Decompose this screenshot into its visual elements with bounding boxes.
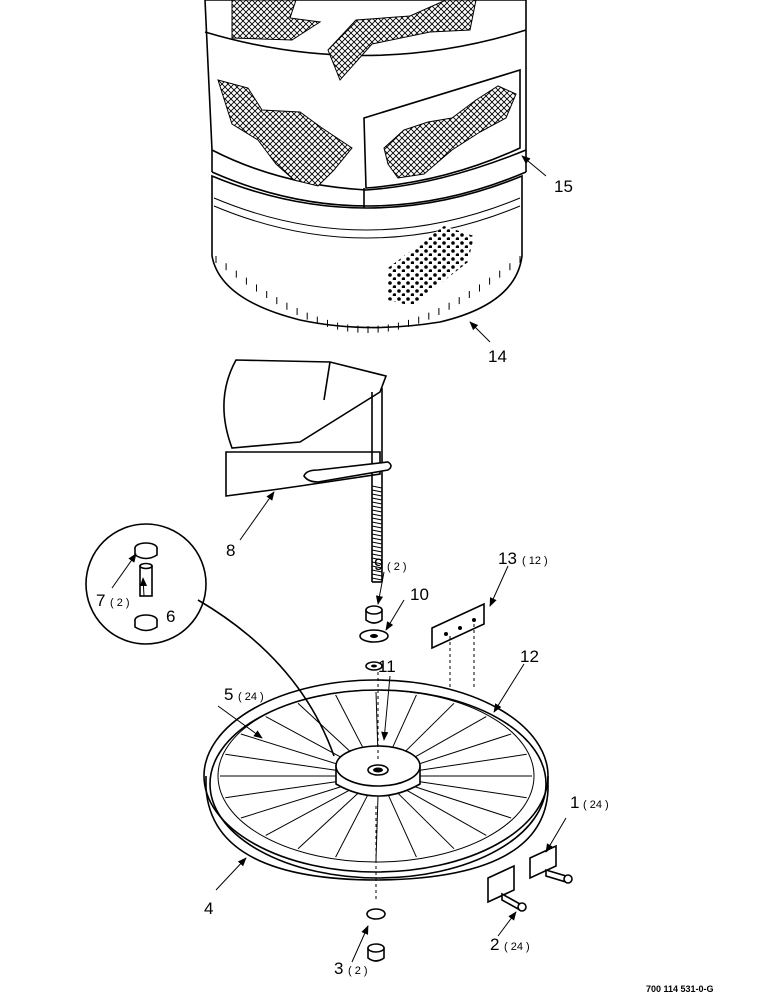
wheel-spoke: [412, 733, 512, 767]
wheel-spoke: [265, 716, 350, 763]
callout-3: 3 ( 2 ): [334, 959, 368, 978]
callout-number: 12: [520, 647, 539, 666]
wheel-spoke: [406, 716, 487, 763]
callout-2: 2 ( 24 ): [490, 935, 530, 954]
callout-1: 1 ( 24 ): [570, 793, 609, 812]
detail-bubble: [85, 523, 335, 757]
lock-washer-part: [365, 661, 383, 671]
callout-number: 10: [410, 585, 429, 604]
bottom-nut-part-3: [366, 908, 386, 962]
callout-number: 15: [554, 177, 573, 196]
callout-4: 4: [204, 899, 213, 918]
callout-quantity: ( 2 ): [110, 597, 130, 609]
wheel-spoke: [335, 694, 369, 757]
bolt-part-2: [501, 868, 573, 912]
top-shroud-part-15: [204, 0, 527, 216]
wheel-spoke: [240, 785, 344, 819]
callout-quantity: ( 24 ): [238, 691, 264, 703]
wheel-spoke: [387, 795, 417, 858]
wheel-spoke: [387, 694, 417, 757]
callout-6: 6: [166, 607, 175, 626]
callout-5: 5 ( 24 ): [224, 685, 264, 704]
callout-number: 2: [490, 935, 499, 954]
callout-quantity: ( 2 ): [387, 561, 407, 573]
callout-number: 1: [570, 793, 579, 812]
wheel-spoke: [412, 785, 512, 819]
callout-10: 10: [410, 585, 429, 604]
clip-plate-part-13: [431, 602, 485, 690]
callout-quantity: ( 2 ): [348, 965, 368, 977]
callout-number: 9: [374, 555, 383, 574]
callout-number: 7: [96, 591, 105, 610]
callout-12: 12: [520, 647, 539, 666]
washer-part-10: [359, 629, 389, 643]
callout-13: 13 ( 12 ): [498, 549, 548, 568]
callout-number: 6: [166, 607, 175, 626]
hub-part-11: [335, 672, 421, 900]
wheel-spoke: [297, 702, 359, 760]
callout-number: 14: [488, 347, 507, 366]
perforated-drum-part-14: [211, 174, 523, 333]
callout-number: 3: [334, 959, 343, 978]
callout-number: 8: [226, 541, 235, 560]
wheel-spoke: [335, 795, 369, 858]
wheel-spoke: [265, 789, 350, 836]
callout-quantity: ( 24 ): [583, 799, 609, 811]
bracket-part-1: [487, 844, 557, 904]
callout-number: 11: [378, 657, 396, 676]
callout-11: 11: [378, 657, 396, 676]
callout-number: 4: [204, 899, 213, 918]
callout-9: 9 ( 2 ): [374, 555, 407, 574]
callout-14: 14: [488, 347, 507, 366]
wheel-rotor-part-4: [203, 679, 549, 881]
callout-8: 8: [226, 541, 235, 560]
wheel-spoke: [397, 702, 455, 760]
wheel-spoke: [406, 789, 487, 836]
drawing-number: 700 114 531-0-G: [646, 984, 714, 994]
wheel-spoke: [416, 780, 527, 799]
nut-part-9: [365, 605, 383, 624]
callout-number: 13: [498, 549, 517, 568]
wheel-spoke: [225, 780, 340, 799]
wheel-spoke: [297, 792, 359, 850]
wheel-spoke: [240, 733, 344, 767]
deflector-part-8: [223, 359, 392, 583]
callout-7: 7 ( 2 ): [96, 591, 130, 610]
callout-number: 5: [224, 685, 233, 704]
callout-15: 15: [554, 177, 573, 196]
leader-lines: [111, 155, 567, 963]
callout-quantity: ( 12 ): [522, 555, 548, 567]
callout-quantity: ( 24 ): [504, 941, 530, 953]
wheel-spoke: [416, 753, 527, 772]
wheel-spoke: [397, 792, 455, 850]
wheel-spoke: [225, 753, 340, 772]
